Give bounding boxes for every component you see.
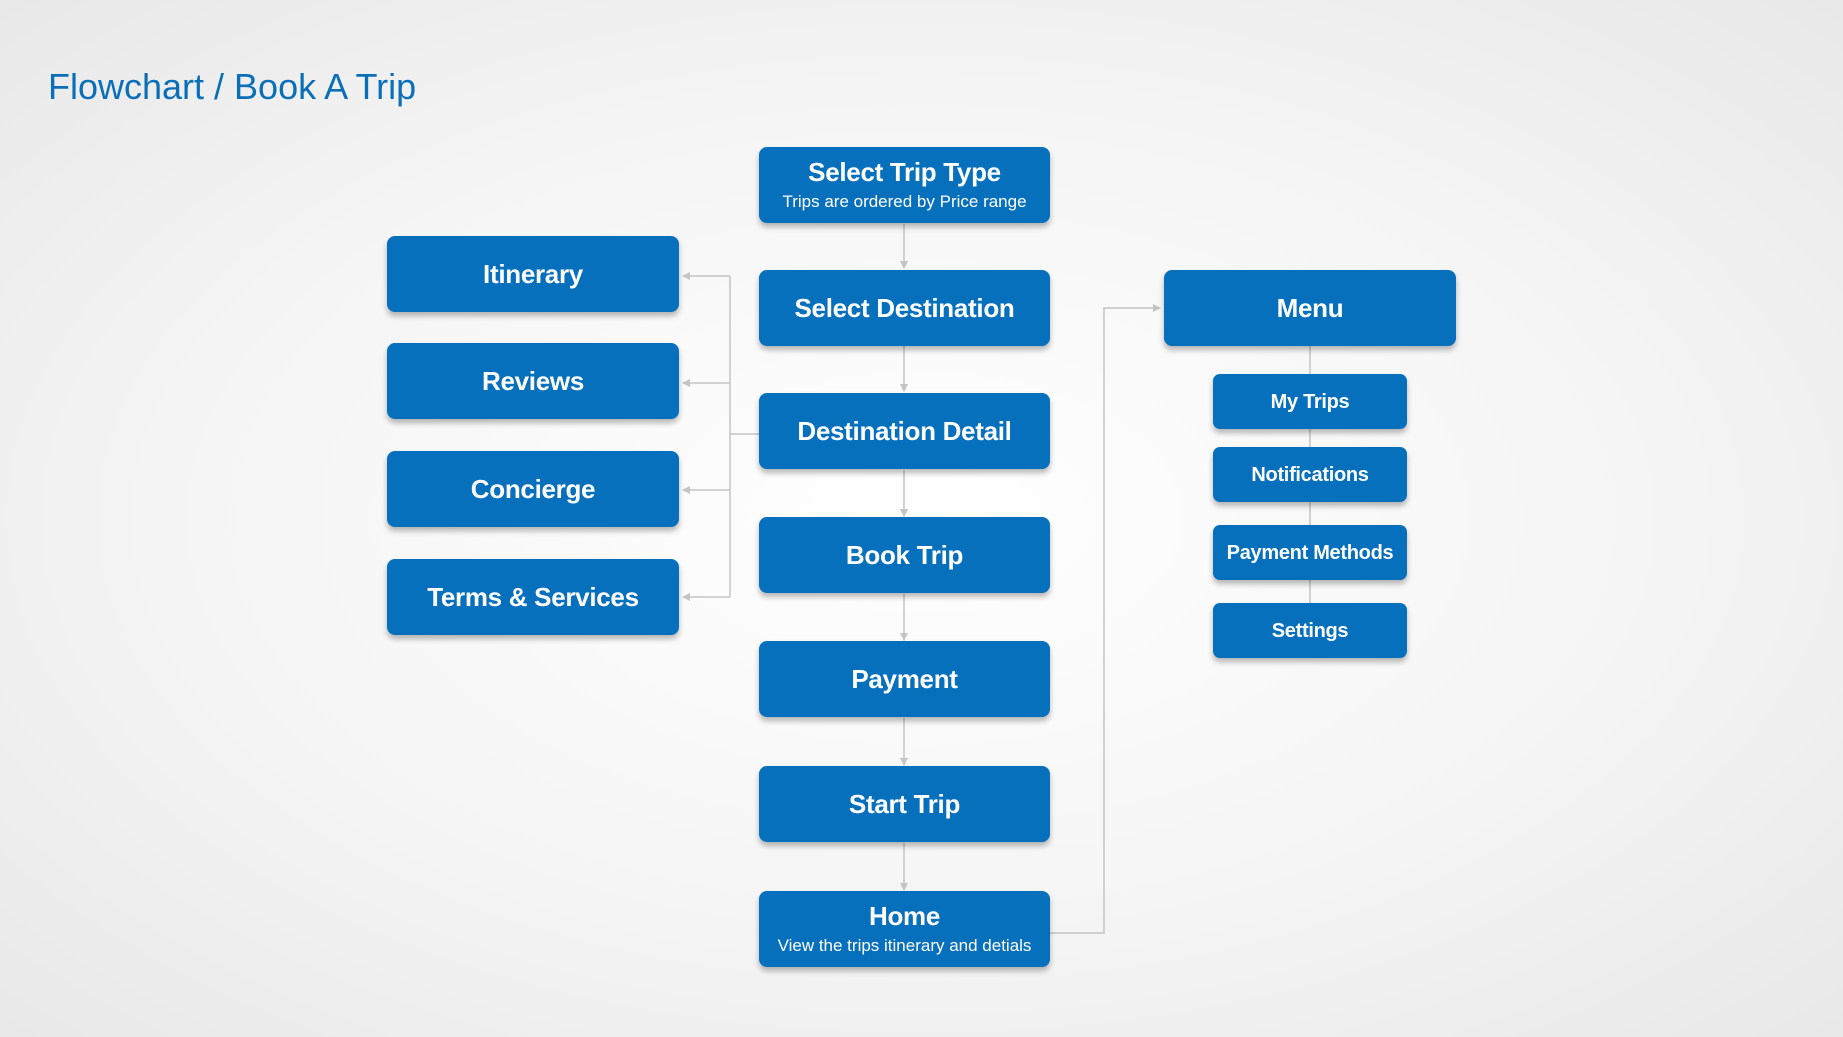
home-label: Home (868, 900, 941, 931)
reviews-label: Reviews (482, 365, 584, 396)
page-title: Flowchart / Book A Trip (48, 66, 417, 107)
notifications-node[interactable]: Notifications (1213, 447, 1407, 502)
settings-node[interactable]: Settings (1213, 603, 1407, 658)
reviews-node[interactable]: Reviews (387, 343, 679, 419)
book-trip-label: Book Trip (845, 539, 964, 570)
my-trips-label: My Trips (1270, 390, 1350, 413)
settings-label: Settings (1271, 619, 1349, 642)
itinerary-node[interactable]: Itinerary (387, 236, 679, 312)
select-destination-node[interactable]: Select Destination (759, 270, 1050, 346)
concierge-label: Concierge (470, 473, 596, 504)
select-trip-type-label: Select Trip Type (808, 156, 1001, 187)
select-trip-type-node[interactable]: Select Trip Type Trips are ordered by Pr… (759, 147, 1050, 223)
menu-label: Menu (1276, 292, 1344, 323)
terms-services-node[interactable]: Terms & Services (387, 559, 679, 635)
concierge-node[interactable]: Concierge (387, 451, 679, 527)
connector-home-to-menu (1050, 304, 1161, 934)
select-destination-label: Select Destination (794, 292, 1015, 323)
book-trip-node[interactable]: Book Trip (759, 517, 1050, 593)
home-node[interactable]: Home View the trips itinerary and detial… (759, 891, 1050, 967)
payment-label: Payment (851, 663, 958, 694)
payment-methods-node[interactable]: Payment Methods (1213, 525, 1407, 580)
payment-node[interactable]: Payment (759, 641, 1050, 717)
destination-detail-label: Destination Detail (797, 415, 1012, 446)
home-subtitle: View the trips itinerary and detials (777, 936, 1032, 956)
menu-node[interactable]: Menu (1164, 270, 1456, 346)
my-trips-node[interactable]: My Trips (1213, 374, 1407, 429)
notifications-label: Notifications (1251, 463, 1369, 486)
start-trip-label: Start Trip (848, 788, 961, 819)
itinerary-label: Itinerary (483, 258, 583, 289)
destination-detail-node[interactable]: Destination Detail (759, 393, 1050, 469)
payment-methods-label: Payment Methods (1226, 541, 1394, 564)
select-trip-type-subtitle: Trips are ordered by Price range (782, 192, 1027, 212)
start-trip-node[interactable]: Start Trip (759, 766, 1050, 842)
terms-services-label: Terms & Services (427, 581, 639, 612)
